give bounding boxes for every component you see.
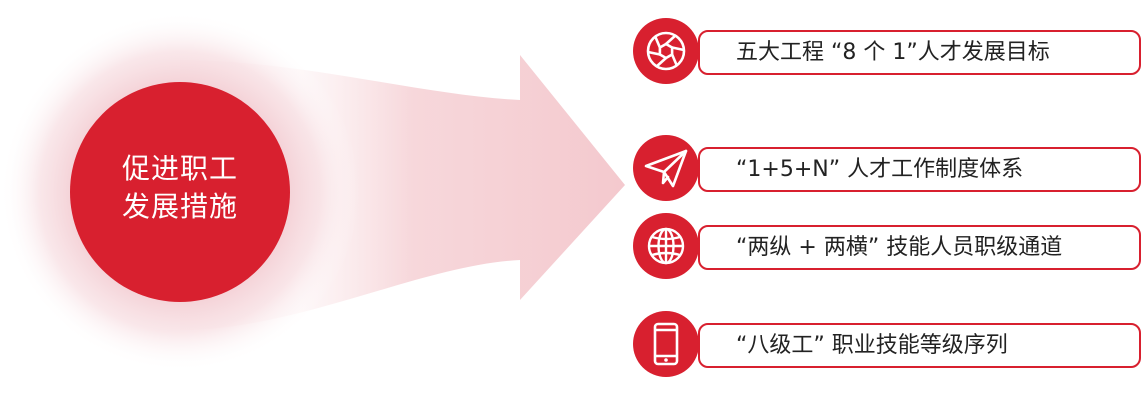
measure-item-4-box <box>698 323 1141 368</box>
aperture-icon <box>633 18 699 84</box>
measure-item-4: “八级工” 职业技能等级序列 <box>600 311 1145 396</box>
measure-item-2: “1+5+N” 人才工作制度体系 <box>600 135 1145 220</box>
measure-item-1-box <box>698 30 1141 75</box>
center-title: 促进职工 发展措施 <box>85 150 275 226</box>
center-circle <box>70 82 290 302</box>
center-title-line1: 促进职工 <box>121 152 238 185</box>
paper-plane-icon <box>633 135 699 201</box>
measure-item-3-box <box>698 225 1141 270</box>
globe-icon <box>633 213 699 279</box>
center-title-line2: 发展措施 <box>121 190 238 223</box>
measure-item-1: 五大工程 “8 个 1”人才发展目标 <box>600 18 1145 103</box>
tablet-icon <box>633 311 699 377</box>
measure-item-4-label: “八级工” 职业技能等级序列 <box>736 333 1008 358</box>
measure-item-1-label: 五大工程 “8 个 1”人才发展目标 <box>736 40 1050 65</box>
diagram-canvas <box>2 14 625 370</box>
measure-item-2-box <box>698 147 1141 192</box>
measure-item-2-label: “1+5+N” 人才工作制度体系 <box>736 157 1024 182</box>
measure-item-3: “两纵 + 两横” 技能人员职级通道 <box>600 213 1145 298</box>
measure-item-3-label: “两纵 + 两横” 技能人员职级通道 <box>736 235 1063 260</box>
